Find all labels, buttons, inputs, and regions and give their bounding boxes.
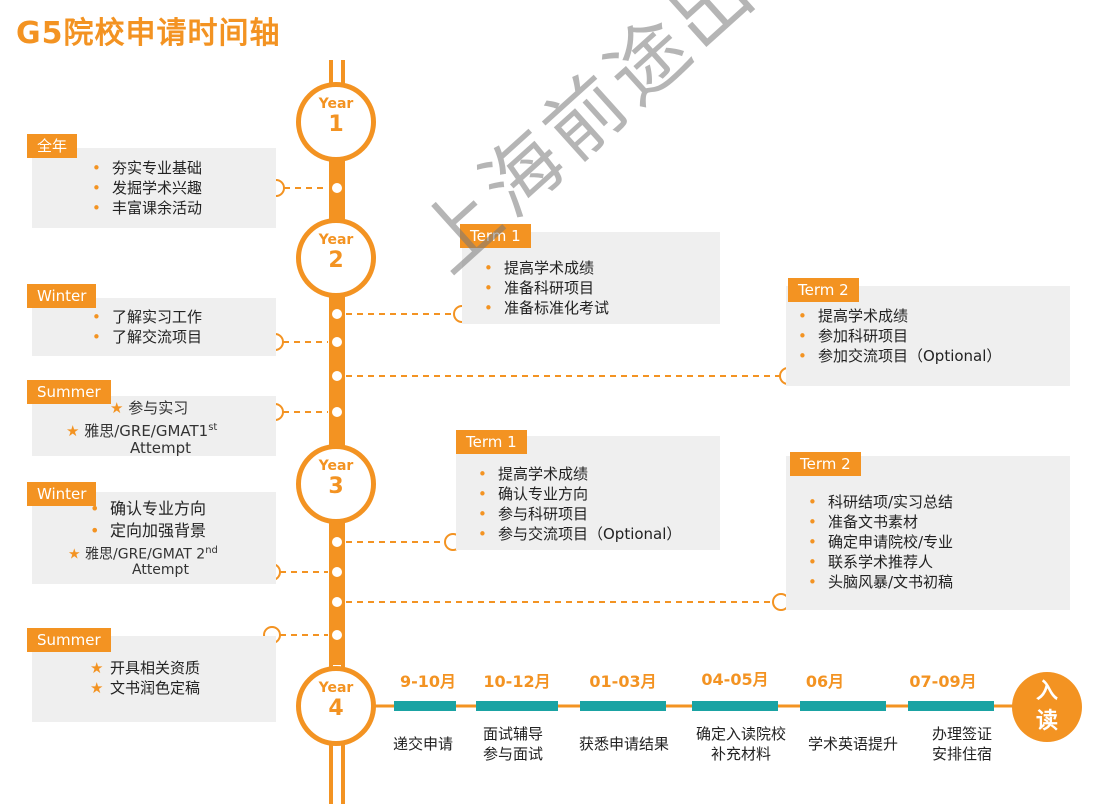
list-item: 科研结项/实习总结 [808, 492, 953, 512]
step-line-2: 补充材料 [710, 745, 771, 763]
list-item: 开具相关资质 [90, 658, 200, 678]
timeline-step: 递交申请 [363, 734, 483, 754]
left-block-3: ★ 参与实习 ★ 雅思/GRE/GMAT1st Attempt [32, 396, 276, 457]
list-item: 确定申请院校/专业 [808, 532, 953, 552]
step-line-2: 参与面试 [482, 745, 543, 763]
year-label: Year [318, 96, 354, 112]
list-item: 夯实专业基础 [92, 158, 202, 178]
list-item: 准备标准化考试 [484, 298, 609, 318]
right-block-4: 科研结项/实习总结 准备文书素材 确定申请院校/专业 联系学术推荐人 头脑风暴/… [786, 456, 1070, 610]
tag-year2-term2: Term 2 [788, 278, 859, 302]
list-item: 参加科研项目 [798, 326, 1001, 346]
year-label: Year [318, 232, 354, 248]
list-item: 定向加强背景 [90, 520, 206, 542]
star-text: 参与实习 [128, 399, 189, 417]
list-item: 丰富课余活动 [92, 198, 202, 218]
step-line-1: 确定入读院校 [695, 725, 786, 743]
year-number: 4 [328, 696, 344, 721]
list-item: 提高学术成绩 [484, 258, 609, 278]
superscript: st [208, 422, 218, 433]
year-number: 1 [328, 112, 344, 137]
right-block-3: 提高学术成绩 确认专业方向 参与科研项目 参与交流项目（Optional） [456, 436, 720, 550]
tag-year2-winter: Winter [27, 284, 97, 308]
tag-year2-summer: Summer [27, 380, 111, 404]
enroll-end-circle: 入 读 [1012, 672, 1082, 742]
tag-year3-term1: Term 1 [456, 430, 527, 454]
spine-fill-2 [333, 280, 341, 450]
list-item: 头脑风暴/文书初稿 [808, 572, 953, 592]
year-2-circle: Year 2 [296, 218, 376, 298]
superscript: nd [205, 545, 218, 556]
tag-year1-allyear: 全年 [27, 134, 78, 158]
list-item: 参与交流项目（Optional） [478, 524, 681, 544]
list-item: 了解交流项目 [92, 327, 202, 347]
left-block-4: 确认专业方向 定向加强背景 ★ 雅思/GRE/GMAT 2nd Attempt [32, 492, 276, 584]
timeline-step: 获悉申请结果 [564, 734, 684, 754]
month-label: 04-05月 [701, 670, 769, 689]
timeline-step: 办理签证 安排住宿 [902, 724, 1022, 764]
list-item: 准备文书素材 [808, 512, 953, 532]
step-line-1: 学术英语提升 [807, 735, 898, 753]
timeline-step: 学术英语提升 [793, 734, 913, 754]
year-label: Year [318, 458, 354, 474]
tag-year3-term2: Term 2 [790, 452, 861, 476]
tag-year3-summer: Summer [27, 628, 111, 652]
year-4-circle: Year 4 [296, 666, 376, 746]
year-3-circle: Year 3 [296, 444, 376, 524]
list-item: 参加交流项目（Optional） [798, 346, 1001, 366]
star-item: ★ 参与实习 [110, 399, 189, 417]
spine-fill-3 [333, 515, 341, 665]
month-label: 07-09月 [909, 672, 977, 691]
list-item: 文书润色定稿 [90, 678, 200, 698]
star-tail: Attempt [130, 439, 192, 457]
year-number: 3 [328, 474, 344, 499]
list-item: 提高学术成绩 [478, 464, 681, 484]
list-item: 联系学术推荐人 [808, 552, 953, 572]
year-1-circle: Year 1 [296, 82, 376, 162]
month-label: 10-12月 [483, 672, 551, 691]
step-line-1: 递交申请 [392, 735, 453, 753]
month-label: 06月 [805, 672, 845, 691]
spine-fill-1 [333, 140, 341, 220]
list-item: 准备科研项目 [484, 278, 609, 298]
step-line-1: 面试辅导 [482, 725, 543, 743]
star-text: 雅思/GRE/GMAT 2 [85, 546, 206, 563]
list-item: 了解实习工作 [92, 307, 202, 327]
star-tail: Attempt [132, 562, 189, 578]
page-title: G5院校申请时间轴 [16, 16, 281, 51]
year-number: 2 [328, 248, 344, 273]
right-block-2: 提高学术成绩 参加科研项目 参加交流项目（Optional） [786, 286, 1070, 386]
list-item: 确认专业方向 [90, 498, 206, 520]
step-line-1: 办理签证 [931, 725, 992, 743]
step-line-2: 安排住宿 [931, 745, 992, 763]
star-item: ★ 雅思/GRE/GMAT1st [66, 422, 218, 440]
month-label: 9-10月 [399, 672, 457, 691]
timeline-step: 面试辅导 参与面试 [453, 724, 573, 764]
month-label: 01-03月 [589, 672, 657, 691]
list-item: 确认专业方向 [478, 484, 681, 504]
end-label: 入 [1035, 679, 1058, 704]
left-block-1: 夯实专业基础 发掘学术兴趣 丰富课余活动 [32, 148, 276, 228]
end-label: 读 [1035, 709, 1058, 734]
tag-year3-winter: Winter [27, 482, 97, 506]
step-line-1: 获悉申请结果 [578, 735, 669, 753]
star-item: ★ 雅思/GRE/GMAT 2nd [68, 545, 218, 563]
left-block-2: 了解实习工作 了解交流项目 [32, 298, 276, 356]
list-item: 提高学术成绩 [798, 306, 1001, 326]
star-text: 雅思/GRE/GMAT1 [84, 422, 209, 440]
year-label: Year [318, 680, 354, 696]
list-item: 参与科研项目 [478, 504, 681, 524]
tag-year2-term1: Term 1 [460, 224, 531, 248]
list-item: 发掘学术兴趣 [92, 178, 202, 198]
timeline-step: 确定入读院校 补充材料 [681, 724, 801, 764]
